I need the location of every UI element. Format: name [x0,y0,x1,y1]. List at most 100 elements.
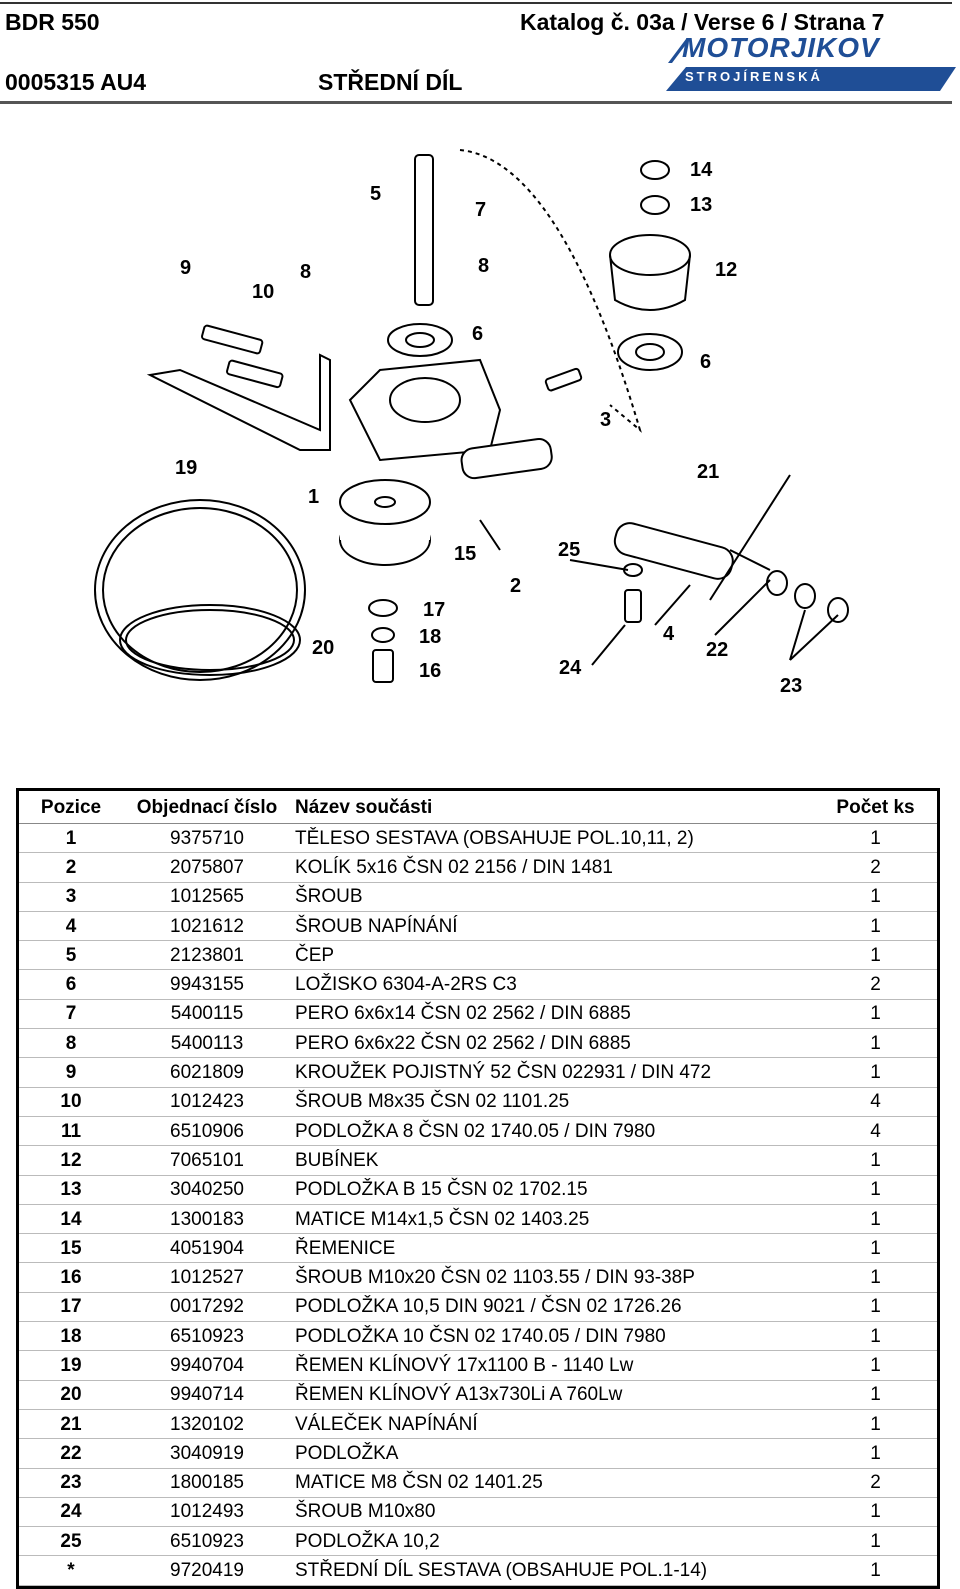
cell-quantity: 2 [814,852,937,883]
catalog-reference: Katalog č. 03a / Verse 6 / Strana 7 [520,9,885,35]
cell-position: 8 [19,1028,123,1059]
cell-part-name: PERO 6x6x22 ČSN 02 2562 / DIN 6885 [291,1028,814,1059]
bracket [146,353,331,451]
cell-position: 11 [19,1116,123,1147]
cell-part-name: ČEP [291,940,814,971]
belt-19 [94,499,306,681]
cell-part-name: PODLOŽKA 8 ČSN 02 1740.05 / DIN 7980 [291,1116,814,1147]
table-header-row: Pozice Objednací číslo Název součásti Po… [19,791,937,824]
cell-part-name: MATICE M8 ČSN 02 1401.25 [291,1468,814,1498]
cell-position: 3 [19,882,123,912]
cell-quantity: 1 [814,1175,937,1205]
cell-position: 4 [19,911,123,942]
cell-order-number: 9940714 [123,1380,291,1410]
cell-part-name: PODLOŽKA 10,5 DIN 9021 / ČSN 02 1726.26 [291,1292,814,1323]
cell-quantity: 1 [814,1350,937,1381]
cell-quantity: 1 [814,1380,937,1410]
cell-order-number: 2075807 [123,852,291,883]
cell-position: 22 [19,1438,123,1469]
cell-part-name: PERO 6x6x14 ČSN 02 2562 / DIN 6885 [291,999,814,1030]
callout: 3 [600,409,612,431]
cell-position: 24 [19,1497,123,1528]
cell-quantity: 1 [814,1262,937,1293]
cell-order-number: 1012493 [123,1497,291,1528]
cell-part-name: VÁLEČEK NAPÍNÁNÍ [291,1409,814,1440]
callout: 8 [300,261,312,283]
cell-quantity: 1 [814,999,937,1030]
cell-order-number: 1320102 [123,1409,291,1440]
column-header-position: Pozice [19,791,123,824]
exploded-diagram: 9 10 8 5 7 8 6 3 14 13 12 6 19 1 21 15 2… [80,130,880,710]
cell-position: * [19,1555,123,1586]
callout: 22 [706,639,729,661]
cell-quantity: 1 [814,882,937,912]
callout: 24 [559,657,582,679]
cell-quantity: 1 [814,911,937,942]
cell-quantity: 1 [814,1526,937,1557]
cell-part-name: PODLOŽKA 10,2 [291,1526,814,1557]
cell-order-number: 9940704 [123,1350,291,1381]
logo-graphic [666,39,956,91]
callout: 18 [419,626,442,648]
cell-position: 5 [19,940,123,971]
callout: 21 [697,461,720,483]
roller-21 [613,522,734,580]
cell-order-number: 2123801 [123,940,291,971]
callout: 16 [419,660,442,682]
cell-order-number: 9375710 [123,823,291,854]
cell-position: 17 [19,1292,123,1323]
diagram-drawing [94,149,849,683]
belt-20 [119,604,301,676]
cell-part-name: ŘEMEN KLÍNOVÝ A13x730Li A 760Lw [291,1380,814,1410]
cell-part-name: ŠROUB NAPÍNÁNÍ [291,911,814,942]
cell-position: 16 [19,1262,123,1293]
callout: 8 [478,255,490,277]
cell-quantity: 4 [814,1087,937,1117]
logo-wordmark: MOTORJIKOV [682,32,880,63]
assembly-title: STŘEDNÍ DÍL [318,69,463,95]
cell-quantity: 1 [814,823,937,854]
callout: 17 [423,599,446,621]
cell-part-name: ŠROUB [291,882,814,912]
cell-quantity: 1 [814,1292,937,1323]
cell-position: 13 [19,1175,123,1205]
cell-order-number: 6510923 [123,1526,291,1557]
cell-order-number: 6021809 [123,1057,291,1088]
cell-part-name: ŘEMENICE [291,1233,814,1264]
cell-position: 10 [19,1087,123,1117]
model-name: BDR 550 [5,9,100,35]
cell-position: 7 [19,999,123,1030]
callout: 4 [663,623,675,645]
callout: 12 [715,259,738,281]
cell-part-name: PODLOŽKA [291,1438,814,1469]
cell-position: 19 [19,1350,123,1381]
callout: 23 [780,675,803,697]
cell-order-number: 1012423 [123,1087,291,1117]
cell-quantity: 1 [814,1409,937,1440]
cell-part-name: PODLOŽKA B 15 ČSN 02 1702.15 [291,1175,814,1205]
cell-part-name: STŘEDNÍ DÍL SESTAVA (OBSAHUJE POL.1-14) [291,1555,814,1586]
cell-order-number: 3040250 [123,1175,291,1205]
cell-order-number: 9943155 [123,969,291,1000]
cell-part-name: ŠROUB M10x80 [291,1497,814,1528]
cell-order-number: 5400115 [123,999,291,1030]
cell-part-name: TĚLESO SESTAVA (OBSAHUJE POL.10,11, 2) [291,823,814,854]
cell-position: 15 [19,1233,123,1264]
callout: 1 [308,486,320,508]
